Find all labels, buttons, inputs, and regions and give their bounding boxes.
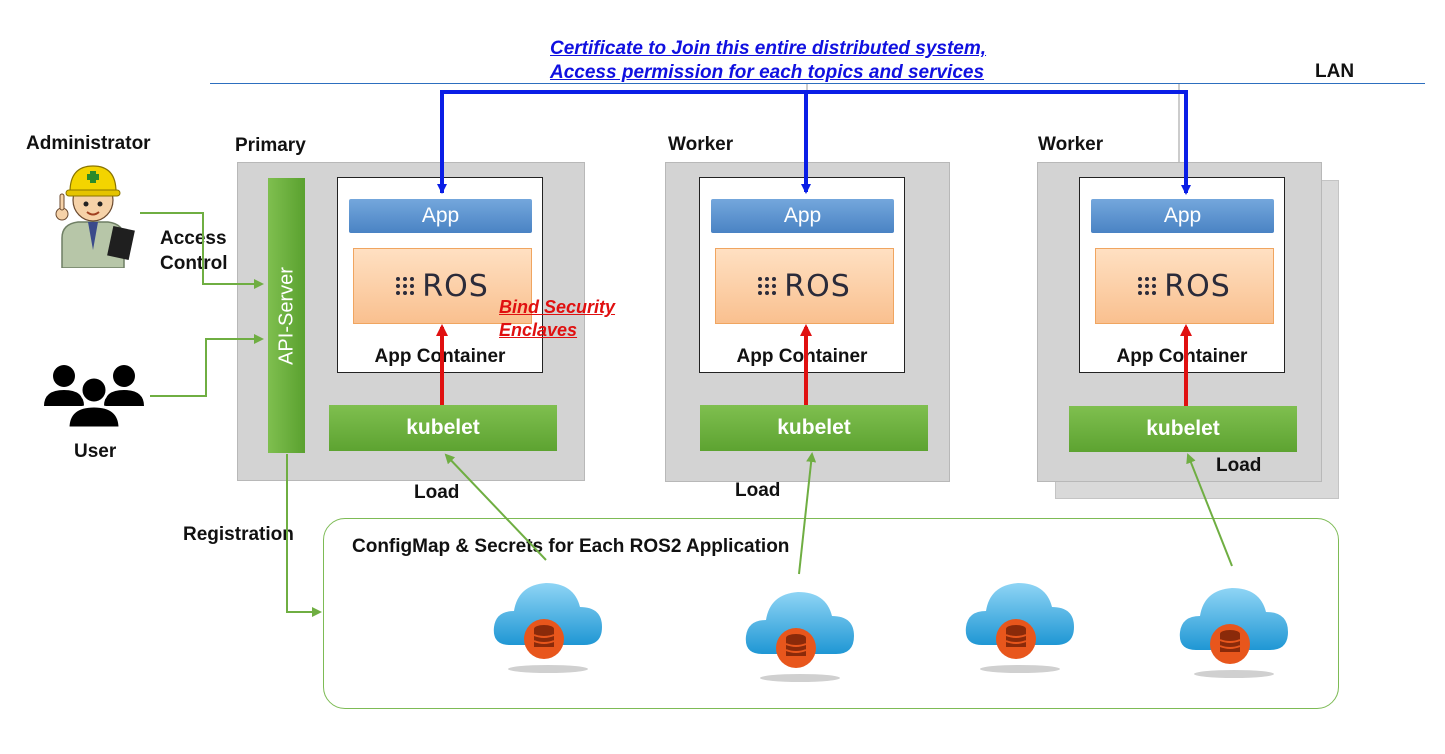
ros-box-worker-2: ROS: [1095, 248, 1274, 324]
admin-access-arrow: [140, 212, 264, 289]
certificate-bus: [440, 90, 1191, 195]
load-label-worker-1: Load: [735, 480, 781, 501]
api-server[interactable]: API-Server: [268, 178, 305, 453]
configmap-title: ConfigMap & Secrets for Each ROS2 Applic…: [352, 536, 790, 557]
ros-label: ROS: [422, 268, 489, 304]
container-label-primary: App Container: [374, 346, 506, 367]
cloud-database-icon[interactable]: [490, 565, 606, 675]
ros-logo-icon: [396, 277, 415, 295]
ros-box-worker-1: ROS: [715, 248, 894, 324]
access-control-label-1: Access: [160, 228, 227, 249]
load-arrow-primary: [444, 453, 547, 561]
certificate-note-line2[interactable]: Access permission for each topics and se…: [550, 62, 985, 83]
lan-label: LAN: [1315, 61, 1355, 82]
load-arrow-worker-1: [798, 452, 817, 575]
node-title-worker-2: Worker: [1038, 134, 1104, 155]
app-box-worker-2[interactable]: App: [1091, 199, 1274, 233]
cloud-database-icon[interactable]: [1176, 570, 1292, 680]
ros-box-primary: ROS: [353, 248, 532, 324]
bind-security-note-2[interactable]: Enclaves: [499, 320, 578, 340]
app-box-primary[interactable]: App: [349, 199, 532, 233]
configmap-secrets-box: [323, 518, 1339, 709]
ros-logo-icon: [758, 277, 777, 295]
ros-label: ROS: [1164, 268, 1231, 304]
app-box-worker-1[interactable]: App: [711, 199, 894, 233]
container-label-worker-2: App Container: [1116, 346, 1248, 367]
container-label-worker-1: App Container: [736, 346, 868, 367]
app-container-worker-2: App ROS App Container: [1079, 177, 1285, 373]
node-title-primary: Primary: [235, 135, 306, 156]
kubelet-worker-2[interactable]: kubelet: [1069, 406, 1297, 452]
load-arrow-worker-2: [1186, 453, 1233, 567]
kubelet-worker-1[interactable]: kubelet: [700, 405, 928, 451]
bind-security-note-1[interactable]: Bind Security: [499, 297, 616, 317]
cloud-database-icon[interactable]: [962, 565, 1078, 675]
load-label-worker-2: Load: [1216, 455, 1262, 476]
lan-line: [210, 83, 1425, 84]
access-control-label-2: Control: [160, 253, 228, 274]
load-label-primary: Load: [414, 482, 460, 503]
app-container-worker-1: App ROS App Container: [699, 177, 905, 373]
administrator-icon: [48, 160, 138, 269]
node-title-worker-1: Worker: [668, 134, 734, 155]
registration-arrow: [286, 454, 322, 617]
registration-label: Registration: [183, 524, 294, 545]
cloud-database-icon[interactable]: [742, 574, 858, 684]
user-label: User: [74, 441, 117, 462]
user-access-arrow: [150, 334, 264, 397]
user-group-icon: [44, 364, 144, 430]
ros-label: ROS: [784, 268, 851, 304]
ros-logo-icon: [1138, 277, 1157, 295]
administrator-label: Administrator: [26, 133, 151, 154]
certificate-note-line1[interactable]: Certificate to Join this entire distribu…: [550, 38, 987, 59]
kubelet-primary[interactable]: kubelet: [329, 405, 557, 451]
